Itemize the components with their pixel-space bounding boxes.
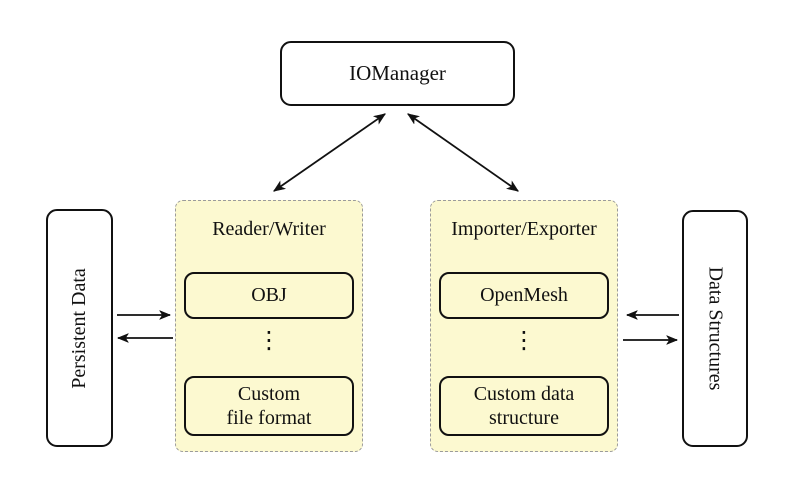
iomanager-box: IOManager (280, 41, 515, 106)
custom-file-format-box: Custom file format (184, 376, 354, 436)
persistent-data-label: Persistent Data (68, 267, 90, 389)
obj-label: OBJ (251, 284, 287, 307)
custom-data-structure-label: Custom data structure (473, 382, 575, 429)
arrow-iomanager-reader-writer (274, 113, 385, 192)
persistent-data-box: Persistent Data (46, 209, 113, 447)
openmesh-box: OpenMesh (439, 272, 609, 319)
obj-box: OBJ (184, 272, 354, 319)
openmesh-label: OpenMesh (480, 284, 568, 307)
custom-file-format-label: Custom file format (226, 382, 312, 429)
reader-writer-title: Reader/Writer (212, 218, 326, 240)
reader-writer-group: Reader/Writer OBJ ⋮ Custom file format (175, 200, 363, 452)
data-structures-box: Data Structures (682, 210, 748, 447)
importer-exporter-title: Importer/Exporter (451, 218, 597, 240)
custom-data-structure-box: Custom data structure (439, 376, 609, 436)
importer-exporter-group: Importer/Exporter OpenMesh ⋮ Custom data… (430, 200, 618, 452)
data-structures-label: Data Structures (704, 266, 727, 391)
vertical-ellipsis-reader: ⋮ (257, 326, 281, 354)
arrow-iomanager-importer-exporter (408, 113, 518, 192)
iomanager-label: IOManager (349, 61, 446, 85)
vertical-ellipsis-importer: ⋮ (512, 326, 536, 354)
